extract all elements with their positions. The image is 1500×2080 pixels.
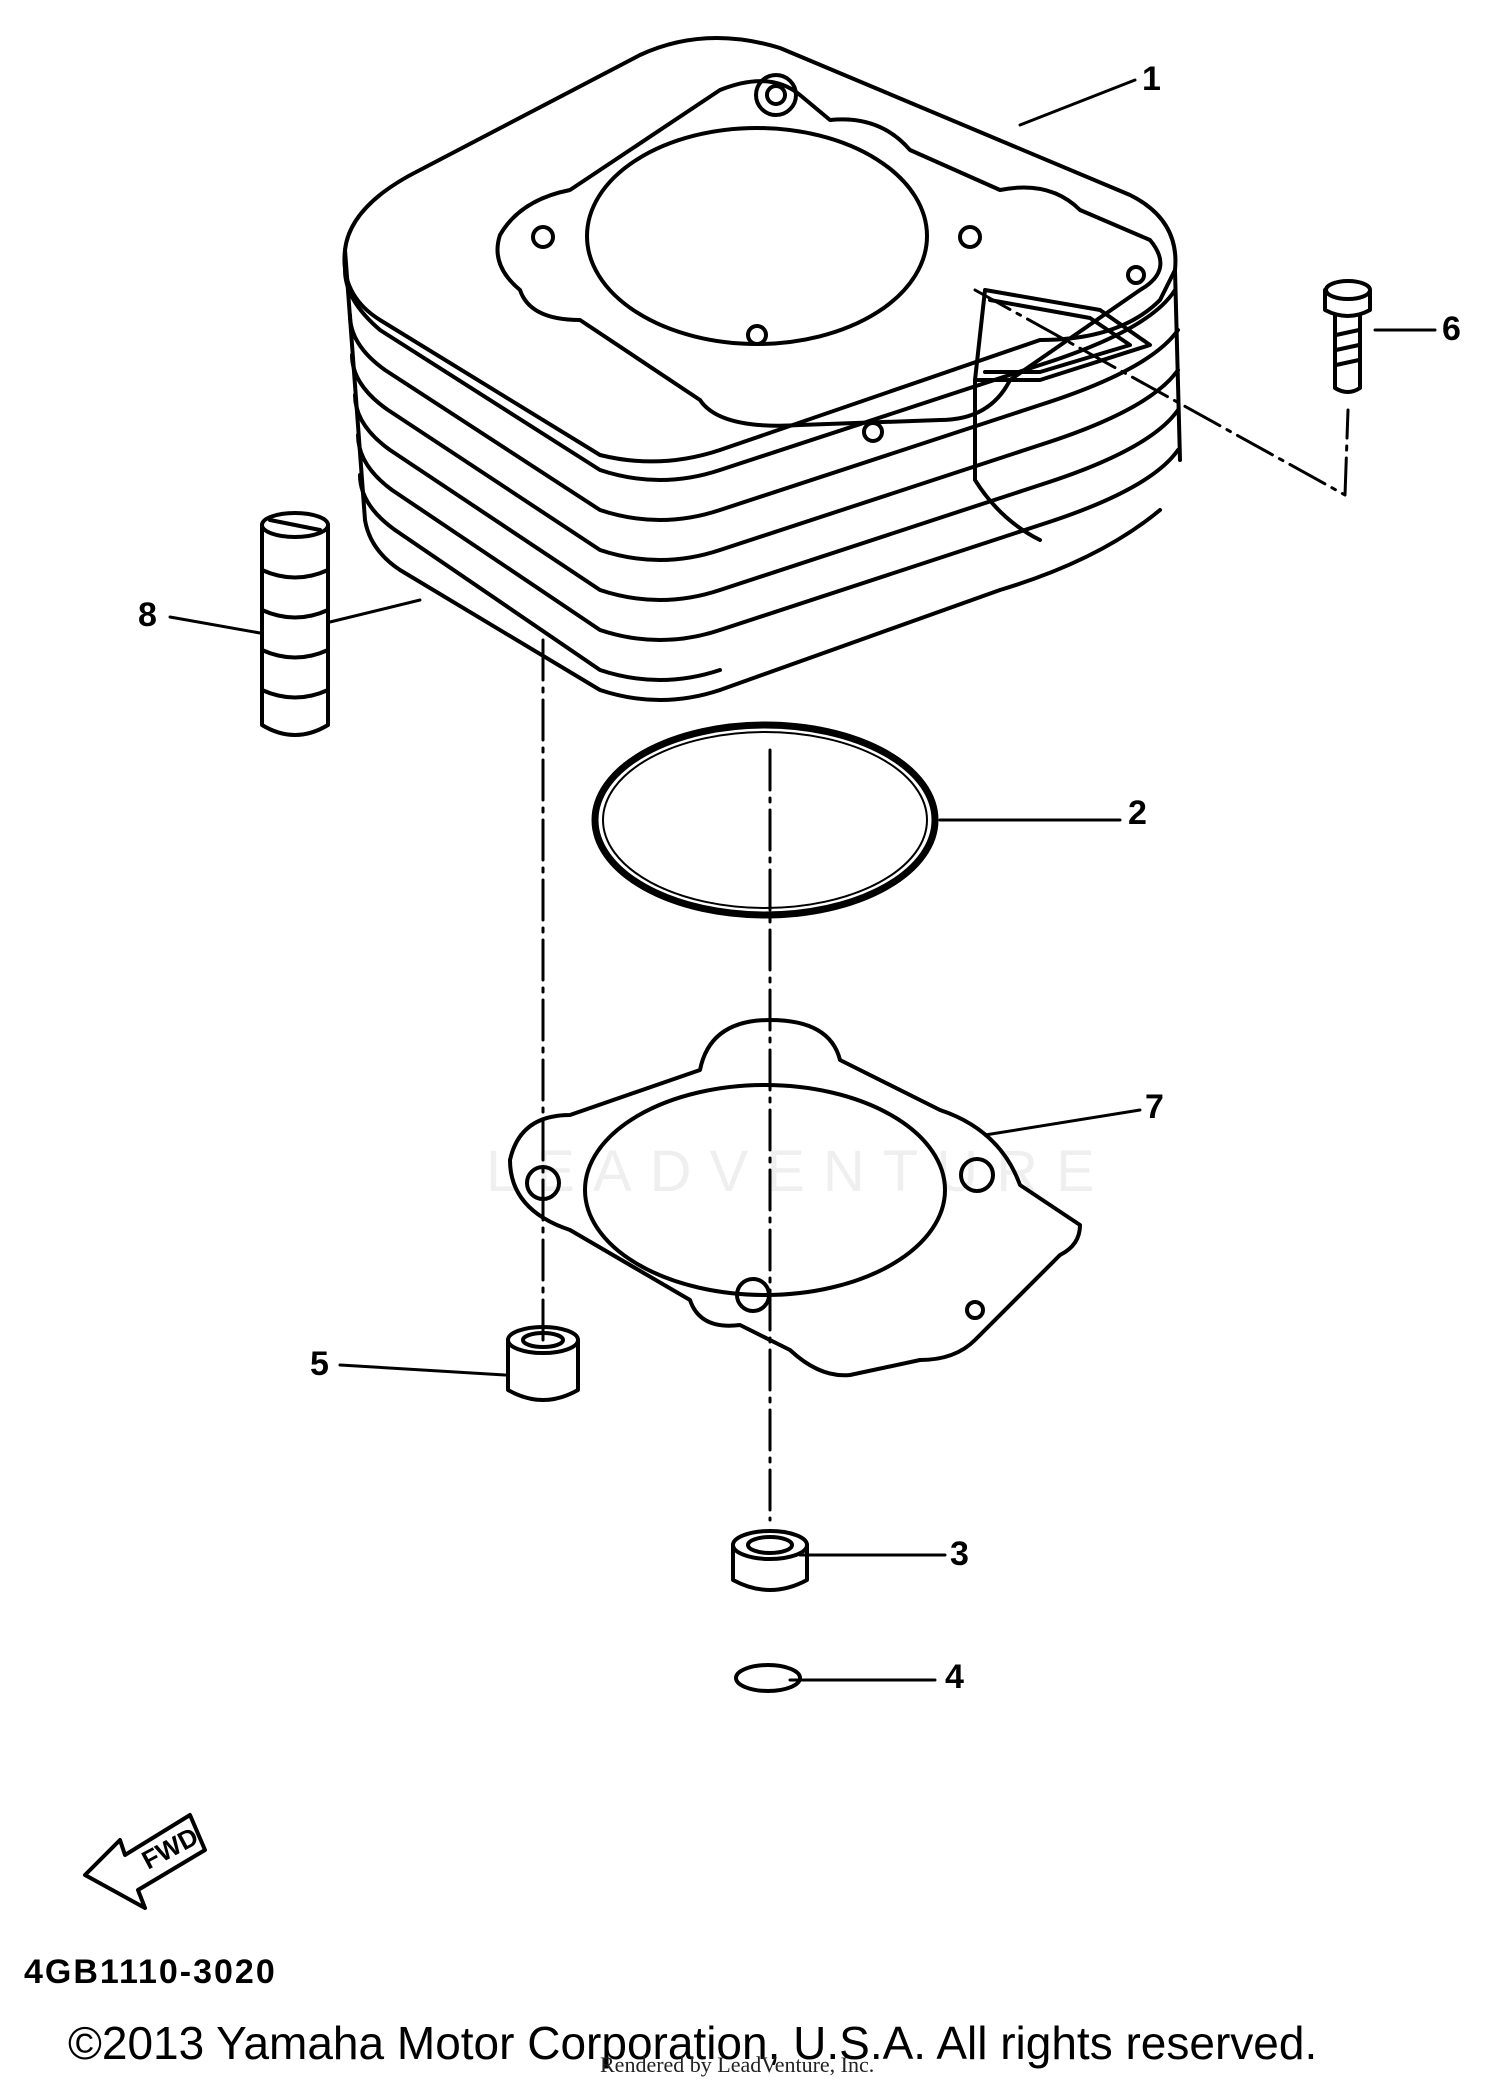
- bolt: [1323, 279, 1372, 394]
- callout-1: 1: [1142, 60, 1161, 98]
- assembly-lines: [541, 288, 1350, 1522]
- o-ring: [591, 721, 939, 919]
- callout-6: 6: [1442, 310, 1461, 348]
- callout-2: 2: [1128, 794, 1147, 832]
- callout-5: 5: [310, 1345, 329, 1383]
- callout-7: 7: [1145, 1088, 1164, 1126]
- fwd-arrow-icon: FWD: [83, 1813, 207, 1910]
- leader-lines: [168, 78, 1437, 1682]
- cylinder-body: [342, 36, 1182, 702]
- dowel-pin-5: [506, 1325, 580, 1402]
- rendered-by-credit: Rendered by LeadVenture, Inc.: [600, 2052, 875, 2077]
- sleeve-pin: [260, 511, 330, 737]
- copyright-notice: ©2013 Yamaha Motor Corporation, U.S.A. A…: [68, 2017, 1318, 2069]
- callout-4: 4: [945, 1658, 964, 1696]
- cylinder-gasket: [508, 1018, 1082, 1378]
- watermark: LEADVENTURE: [486, 1139, 1113, 1204]
- callout-3: 3: [950, 1535, 969, 1573]
- dowel-pin-3: [731, 1529, 809, 1592]
- callout-8: 8: [138, 596, 157, 634]
- small-o-ring: [734, 1663, 802, 1693]
- part-code: 4GB1110-3020: [24, 1953, 277, 1991]
